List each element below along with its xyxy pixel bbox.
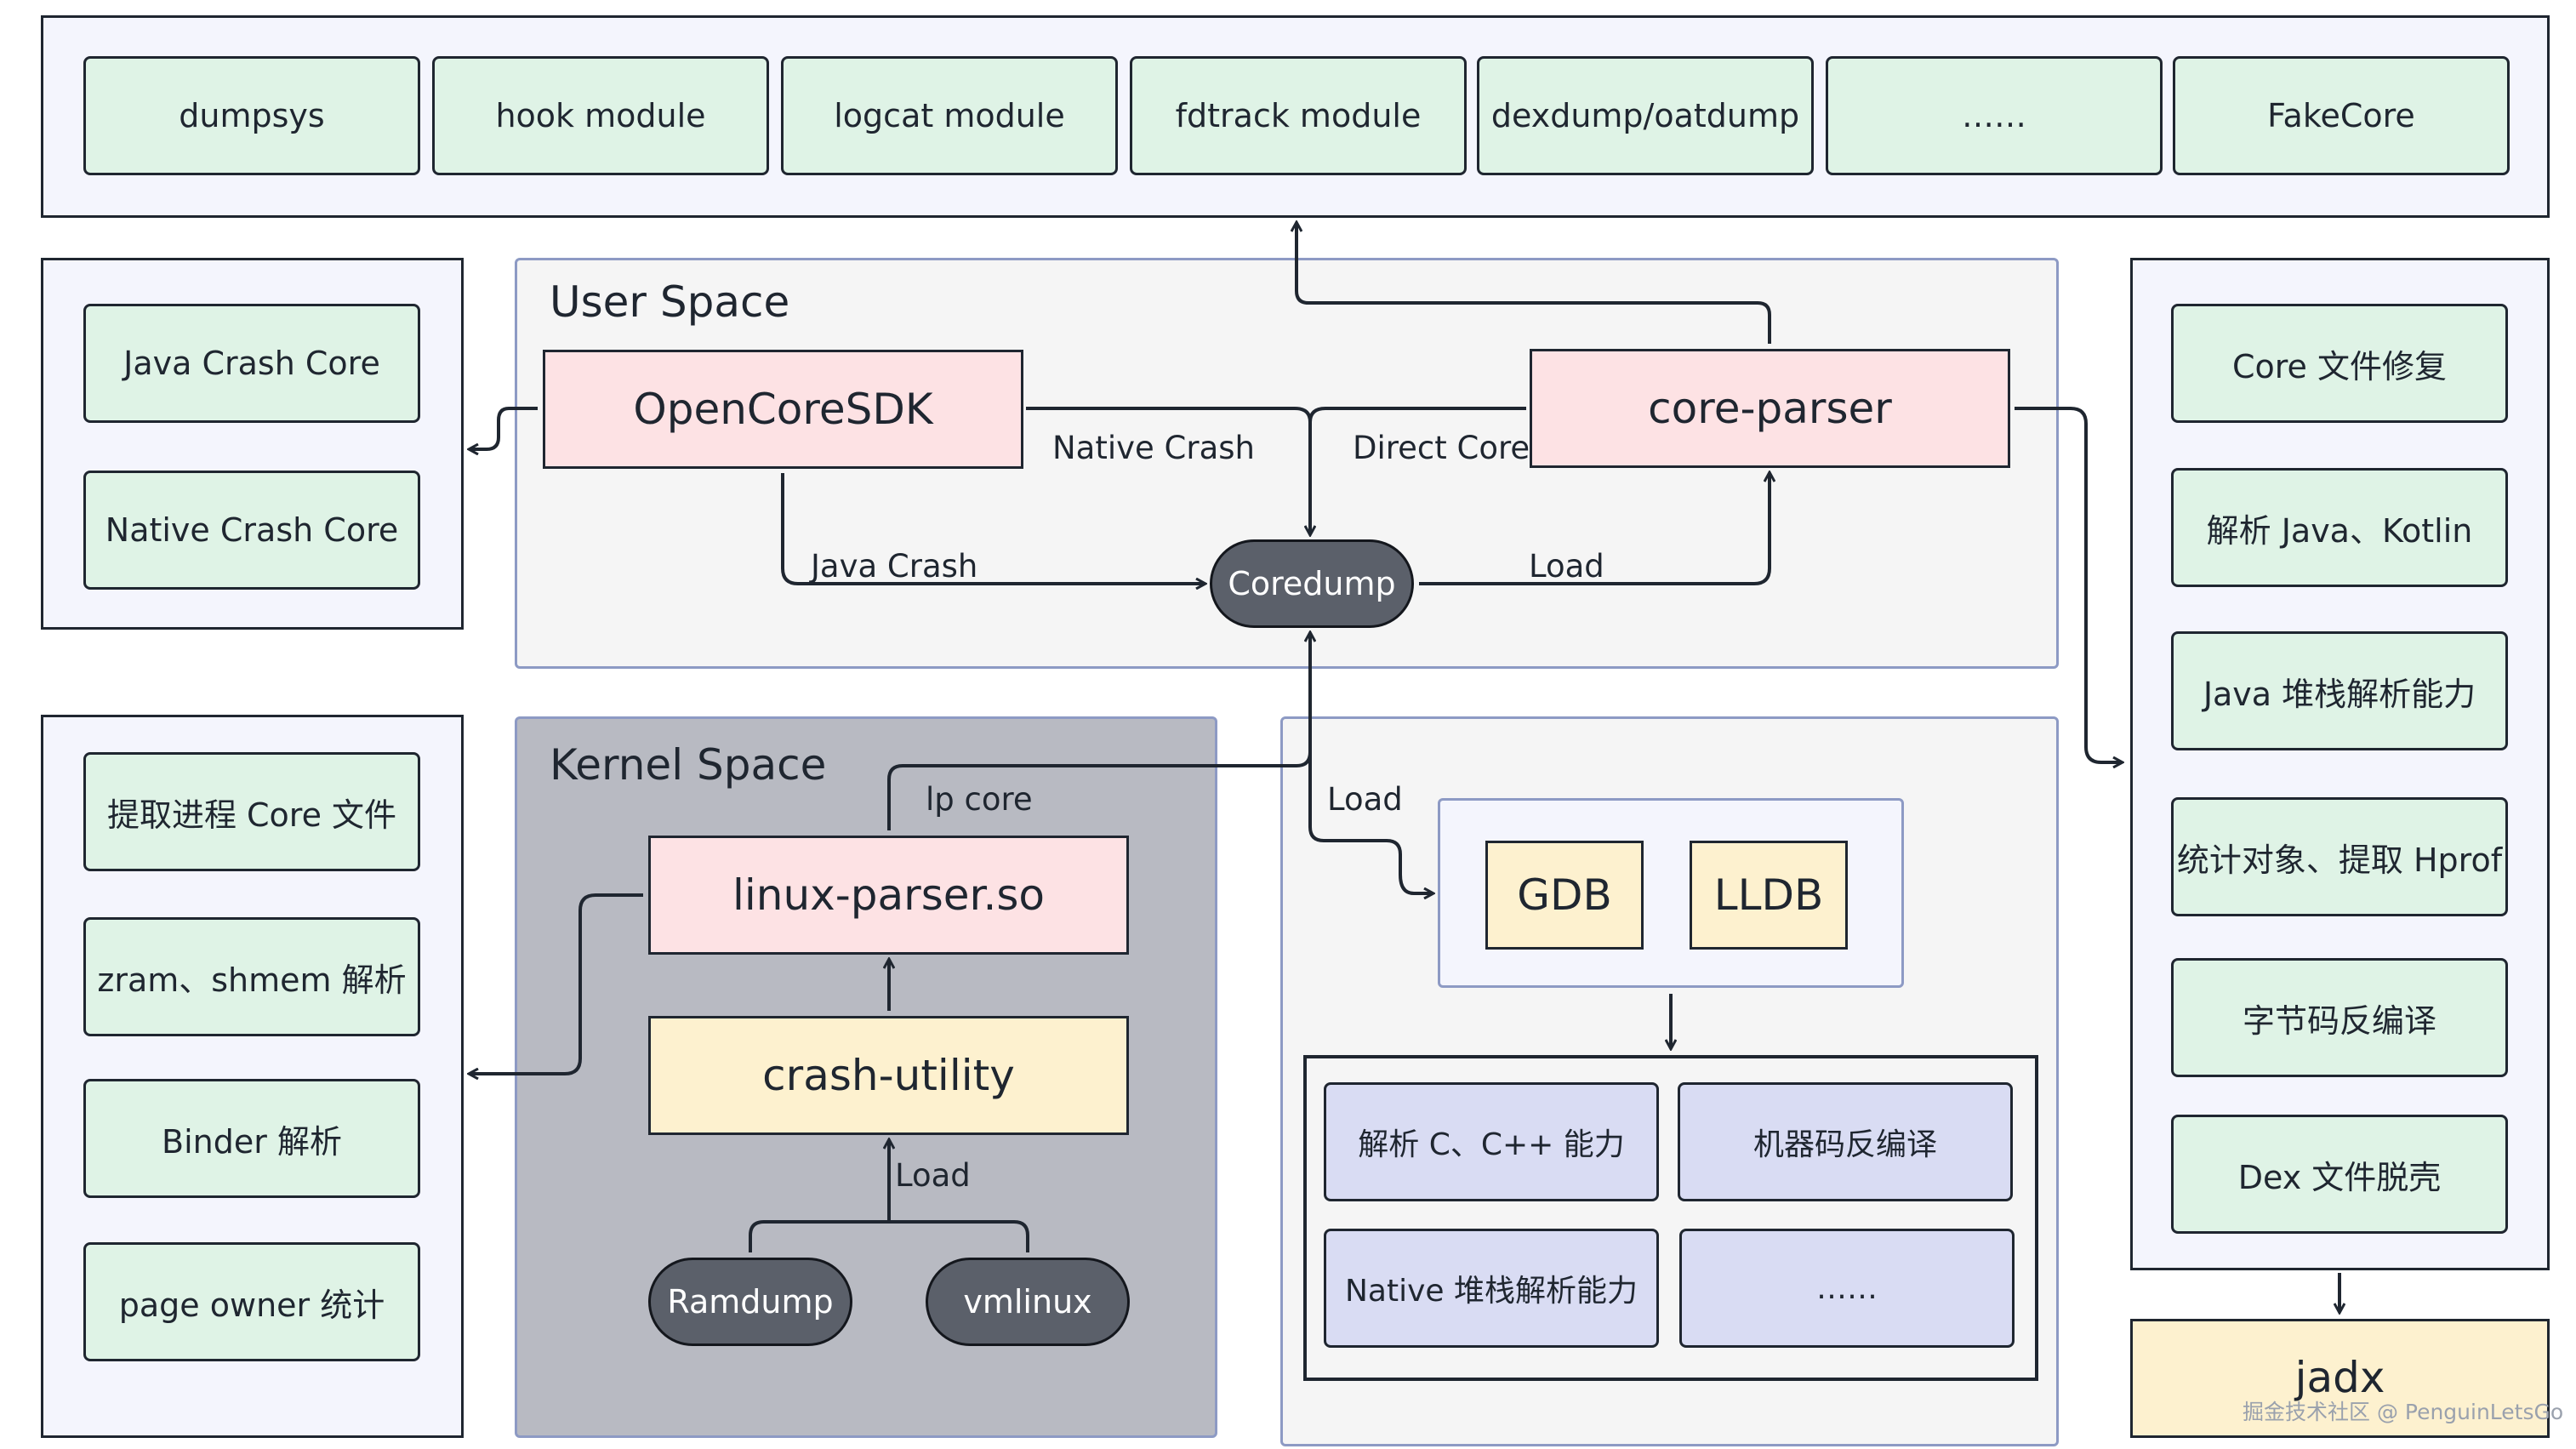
gdb-box: GDB [1485, 841, 1644, 950]
capability-disassemble: 机器码反编译 [1678, 1082, 2013, 1201]
ramdump-node: Ramdump [648, 1258, 852, 1346]
module-dexdump: dexdump/oatdump [1477, 56, 1814, 175]
vmlinux-node: vmlinux [926, 1258, 1130, 1346]
load-label-debugger: Load [1327, 781, 1403, 818]
kernel-space-title: Kernel Space [550, 740, 827, 790]
arrow-parser-to-features [2015, 407, 2122, 762]
java-crash-label: Java Crash [811, 548, 978, 585]
native-crash-label: Native Crash [1052, 430, 1256, 466]
lp-core-label: lp core [926, 781, 1033, 818]
arrow-java-crash [781, 473, 1205, 584]
parser-feature-bytecode: 字节码反编译 [2171, 958, 2508, 1077]
load-label-user: Load [1529, 548, 1604, 585]
parser-feature-java-kotlin: 解析 Java、Kotlin [2171, 468, 2508, 587]
lldb-box: LLDB [1690, 841, 1848, 950]
java-crash-core: Java Crash Core [83, 304, 420, 423]
parser-feature-java-stack: Java 堆栈解析能力 [2171, 631, 2508, 750]
capability-cpp: 解析 C、C++ 能力 [1324, 1082, 1659, 1201]
arrow-native-crash [1026, 407, 1310, 534]
user-space-title: User Space [550, 277, 790, 327]
parser-feature-hprof: 统计对象、提取 Hprof [2171, 797, 2508, 916]
crash-utility-box: crash-utility [648, 1016, 1129, 1135]
direct-core-label: Direct Core [1353, 430, 1530, 466]
arrow-parser-to-modules [1297, 223, 1771, 344]
arrow-sdk-to-crash-cores [470, 407, 538, 449]
watermark: 掘金技术社区 @ PenguinLetsGo [2243, 1400, 2564, 1424]
kernel-feature-core-extract: 提取进程 Core 文件 [83, 752, 420, 871]
kernel-feature-binder: Binder 解析 [83, 1079, 420, 1198]
core-parser-box: core-parser [1530, 349, 2010, 468]
linux-parser-box: linux-parser.so [648, 836, 1129, 955]
arrow-linux-parser-to-features [470, 893, 643, 1074]
parser-feature-dex-unpack: Dex 文件脱壳 [2171, 1115, 2508, 1234]
connector-ramdump [749, 1220, 1029, 1252]
kernel-feature-page-owner: page owner 统计 [83, 1242, 420, 1361]
arrow-coredump-load [1419, 473, 1770, 585]
native-crash-core: Native Crash Core [83, 471, 420, 590]
coredump-node: Coredump [1210, 539, 1414, 628]
jadx-box [2130, 1319, 2550, 1438]
module-logcat: logcat module [781, 56, 1118, 175]
module-fakecore: FakeCore [2173, 56, 2510, 175]
parser-feature-core-repair: Core 文件修复 [2171, 304, 2508, 423]
jadx-label: jadx [2294, 1353, 2385, 1402]
module-fdtrack: fdtrack module [1130, 56, 1467, 175]
module-more: …… [1826, 56, 2163, 175]
capability-native-stack: Native 堆栈解析能力 [1324, 1229, 1659, 1348]
module-dumpsys: dumpsys [83, 56, 420, 175]
parser-features-panel [2130, 258, 2550, 1270]
kernel-feature-zram: zram、shmem 解析 [83, 917, 420, 1036]
arrow-direct-core [1308, 407, 1526, 423]
module-hook: hook module [432, 56, 769, 175]
arrow-lp-core [887, 633, 1310, 830]
arrow-debugger-load [1308, 752, 1433, 893]
opencoresdk-box: OpenCoreSDK [543, 350, 1023, 469]
load-label-kernel: Load [895, 1157, 971, 1194]
capability-more: …… [1679, 1229, 2015, 1348]
